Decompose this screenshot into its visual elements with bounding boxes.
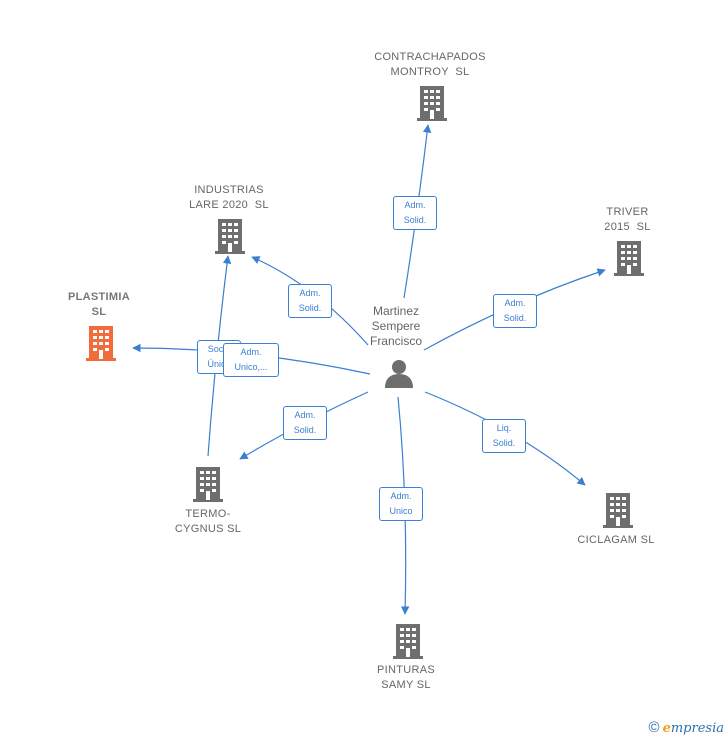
node-label-contrachapados: CONTRACHAPADOS MONTROY SL: [374, 51, 486, 78]
node-label-triver: TRIVER 2015 SL: [604, 206, 651, 233]
building-icon: [417, 86, 447, 121]
brand-logo-text: mpresia: [670, 721, 724, 736]
relation-label-termo-adm-unico[interactable]: Adm. Unico,...: [223, 343, 279, 377]
credit: ©empresia: [649, 719, 724, 736]
relation-label-pinturas[interactable]: Adm. Unico: [379, 487, 423, 521]
relation-label-contrachapados[interactable]: Adm. Solid.: [393, 196, 437, 230]
building-icon: [603, 493, 633, 528]
copyright-icon: ©: [648, 719, 660, 736]
relation-label-termo-adm-solid[interactable]: Adm. Solid.: [283, 406, 327, 440]
brand-logo-initial: e: [662, 721, 671, 736]
center-person-name: Martinez Sempere Francisco: [369, 304, 422, 348]
person-icon: [385, 360, 413, 388]
building-icon: [614, 241, 644, 276]
node-label-termo: TERMO- CYGNUS SL: [174, 508, 242, 535]
relation-label-ciclagam[interactable]: Liq. Solid.: [482, 419, 526, 453]
node-label-ciclagam: CICLAGAM SL: [577, 534, 655, 546]
building-icon: [193, 467, 223, 502]
building-icon: [393, 624, 423, 659]
building-icon: [86, 326, 116, 361]
relation-label-industrias[interactable]: Adm. Solid.: [288, 284, 332, 318]
node-label-industrias: INDUSTRIAS LARE 2020 SL: [189, 184, 269, 211]
relation-label-triver[interactable]: Adm. Solid.: [493, 294, 537, 328]
node-label-pinturas: PINTURAS SAMY SL: [376, 664, 436, 691]
node-label-plastimia: PLASTIMIA SL: [68, 291, 130, 318]
building-icon: [215, 219, 245, 254]
